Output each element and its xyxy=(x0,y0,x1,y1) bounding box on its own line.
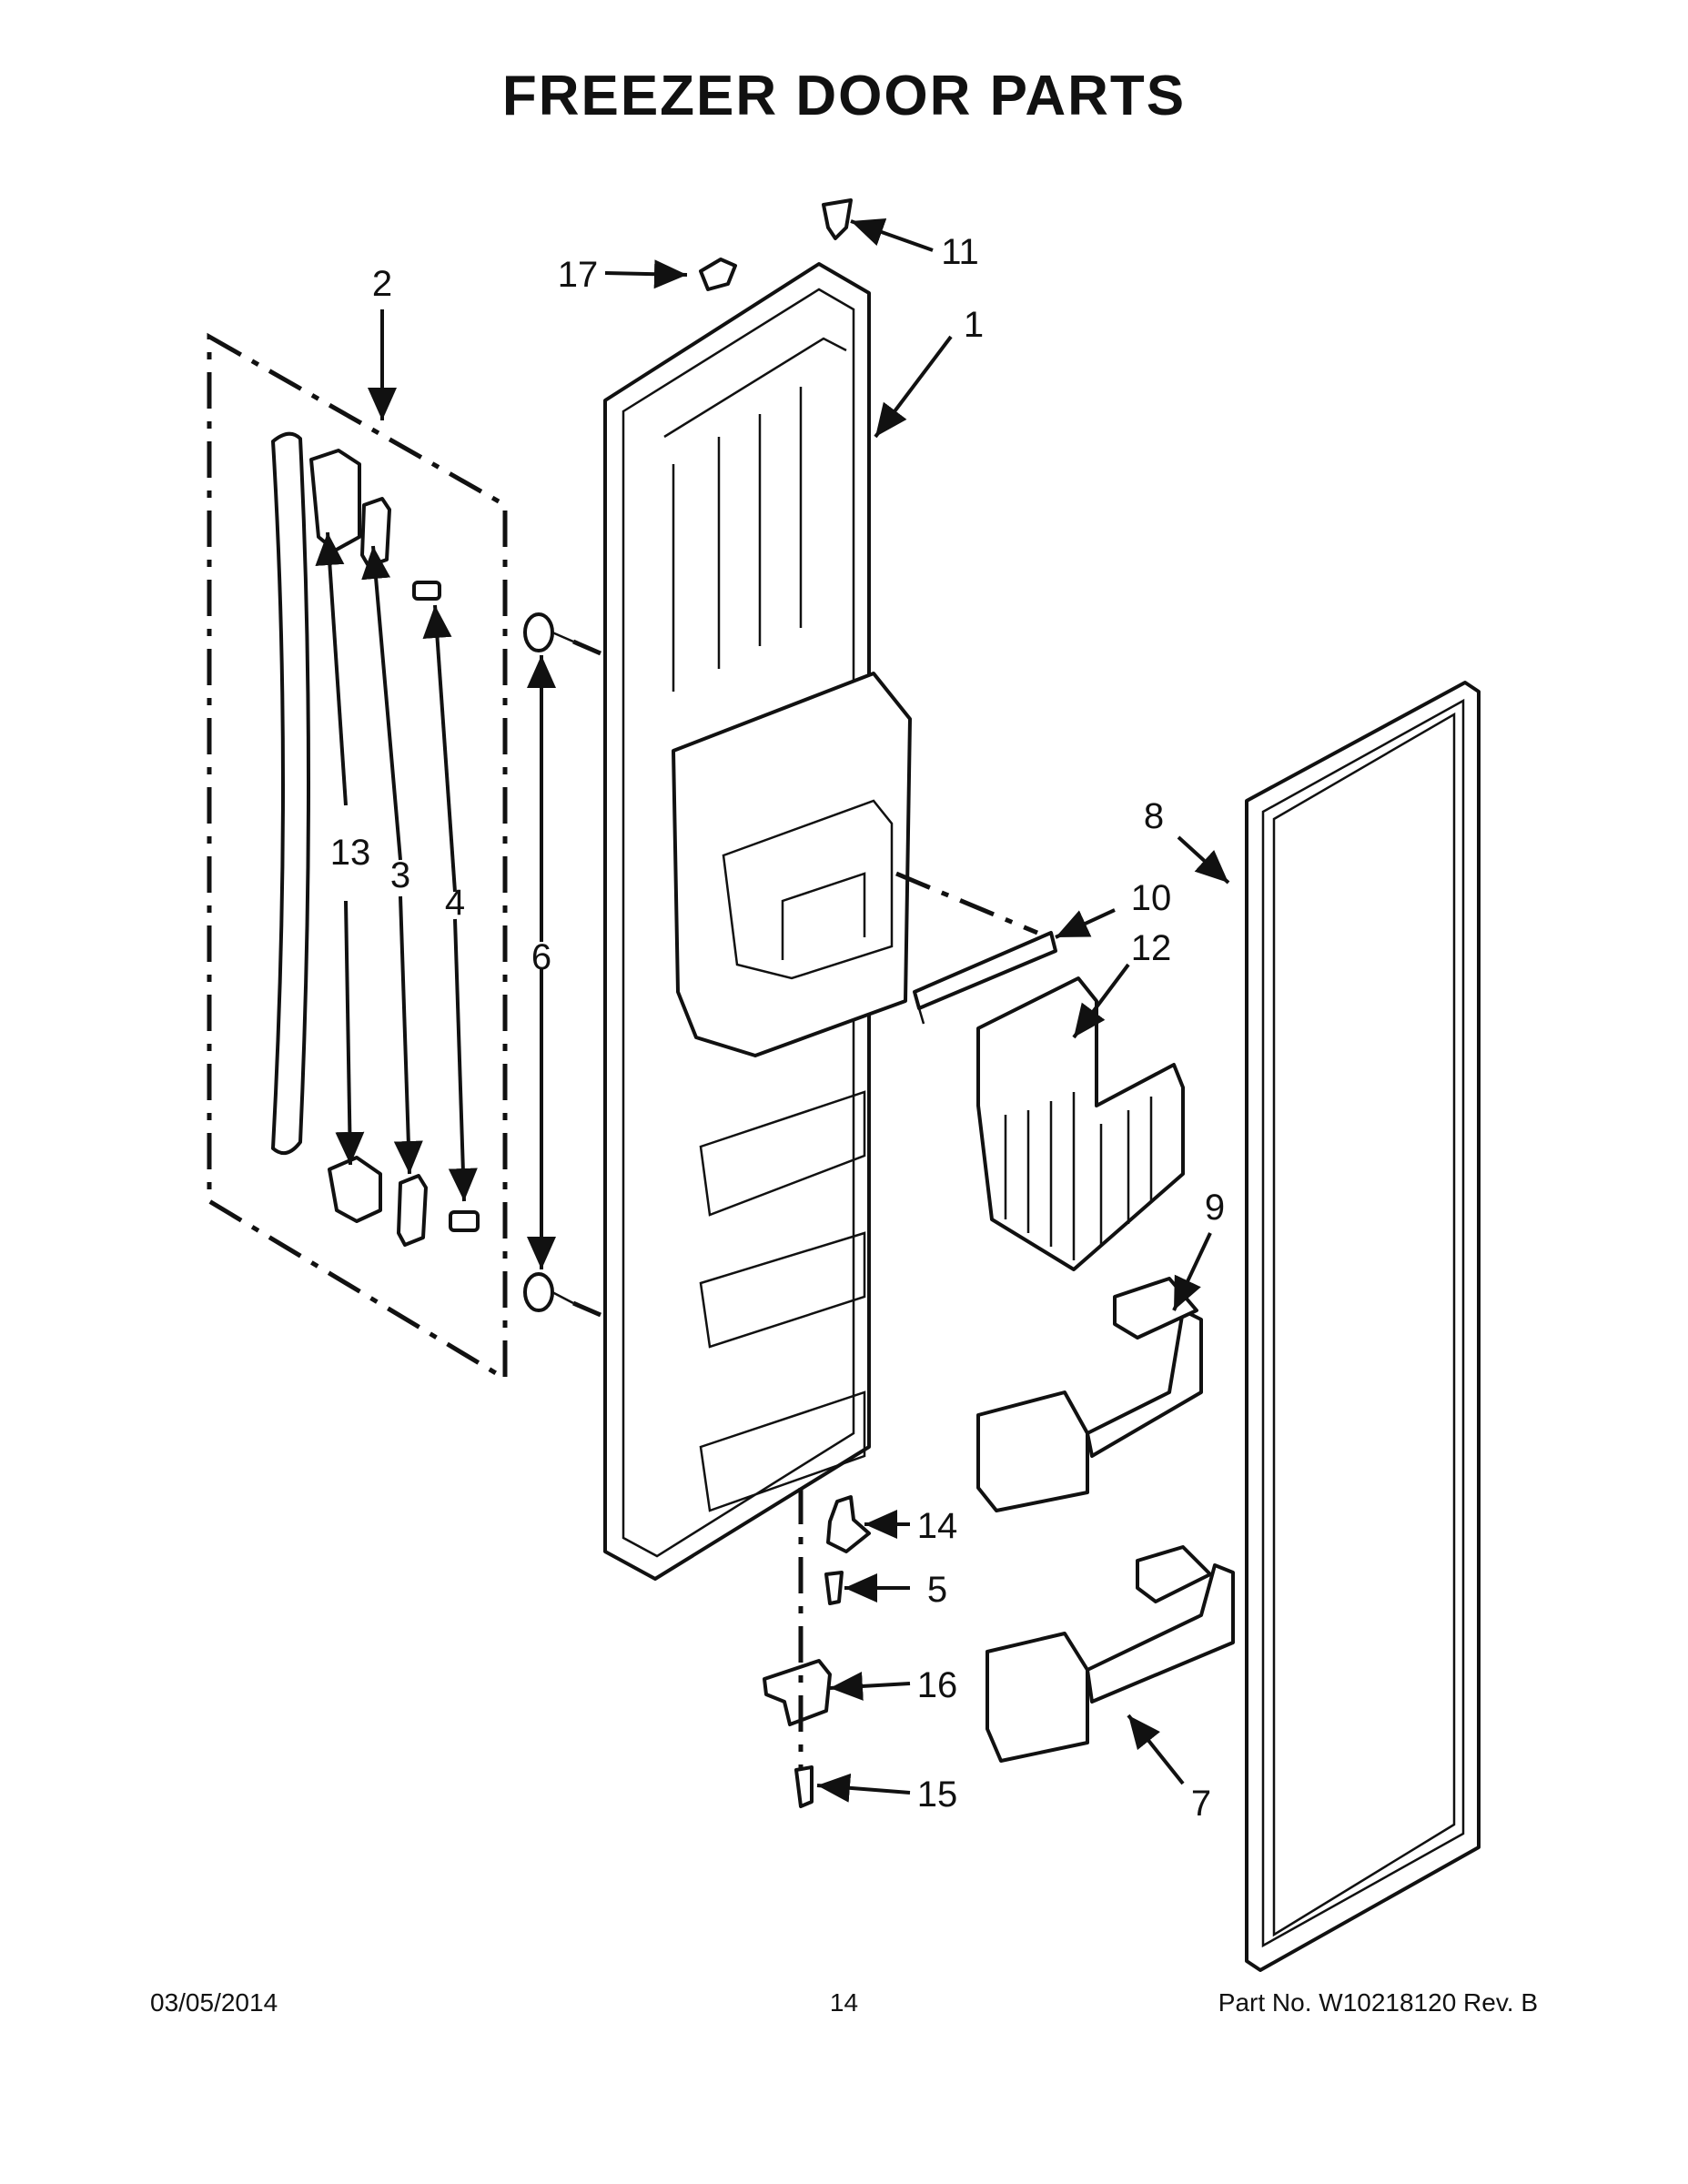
footer-page-number: 14 xyxy=(829,1988,859,2017)
callout-10: 10 xyxy=(1131,878,1172,918)
callout-4: 4 xyxy=(445,883,465,923)
door-bin-lower xyxy=(986,1545,1235,1763)
callout-7: 7 xyxy=(1191,1784,1211,1824)
callout-17: 17 xyxy=(558,255,599,295)
handle-end-cap-lower xyxy=(328,1156,382,1223)
top-hinge-bushing xyxy=(822,198,853,240)
handle-mount-bracket-upper xyxy=(360,497,391,568)
dispenser-trim-strip xyxy=(913,931,1057,1025)
callout-labels: 1 2 3 4 5 6 7 8 9 10 11 12 13 14 15 16 1… xyxy=(330,232,1225,1824)
footer-part-number: Part No. W10218120 Rev. B xyxy=(1218,1988,1538,2017)
callout-3: 3 xyxy=(390,855,410,895)
page-title: FREEZER DOOR PARTS xyxy=(501,65,1187,127)
door-gasket xyxy=(1245,681,1481,1972)
callout-11: 11 xyxy=(941,232,979,272)
mounting-stud-upper xyxy=(523,612,574,652)
freezer-door-liner xyxy=(603,262,912,1581)
callout-6: 6 xyxy=(531,937,551,977)
callout-1: 1 xyxy=(964,305,984,345)
callout-14: 14 xyxy=(917,1506,958,1546)
hinge-screw xyxy=(824,1571,844,1605)
bottom-hinge-bracket xyxy=(763,1659,832,1726)
callout-5: 5 xyxy=(927,1570,947,1610)
door-stop-plug xyxy=(699,258,737,291)
door-handle xyxy=(271,431,310,1156)
handle-end-cap-upper xyxy=(309,449,361,552)
callout-16: 16 xyxy=(917,1665,958,1705)
callout-13: 13 xyxy=(330,833,371,873)
footer-date: 03/05/2014 xyxy=(150,1988,278,2017)
callout-15: 15 xyxy=(917,1774,958,1815)
hinge-bracket-screw xyxy=(794,1765,814,1808)
handle-screw-lower xyxy=(449,1210,480,1232)
handle-mount-bracket-lower xyxy=(397,1174,428,1247)
callout-2: 2 xyxy=(372,264,392,304)
callout-9: 9 xyxy=(1205,1188,1225,1228)
mounting-stud-lower xyxy=(523,1272,574,1312)
bottom-hinge-pin xyxy=(826,1495,871,1553)
callout-12: 12 xyxy=(1131,928,1172,968)
handle-assembly-bracket xyxy=(207,332,508,1383)
callout-8: 8 xyxy=(1144,796,1164,836)
handle-screw-upper xyxy=(412,581,441,601)
door-bin-upper xyxy=(976,1277,1203,1512)
wire-basket xyxy=(976,976,1185,1271)
leader-lines xyxy=(315,217,1230,1803)
